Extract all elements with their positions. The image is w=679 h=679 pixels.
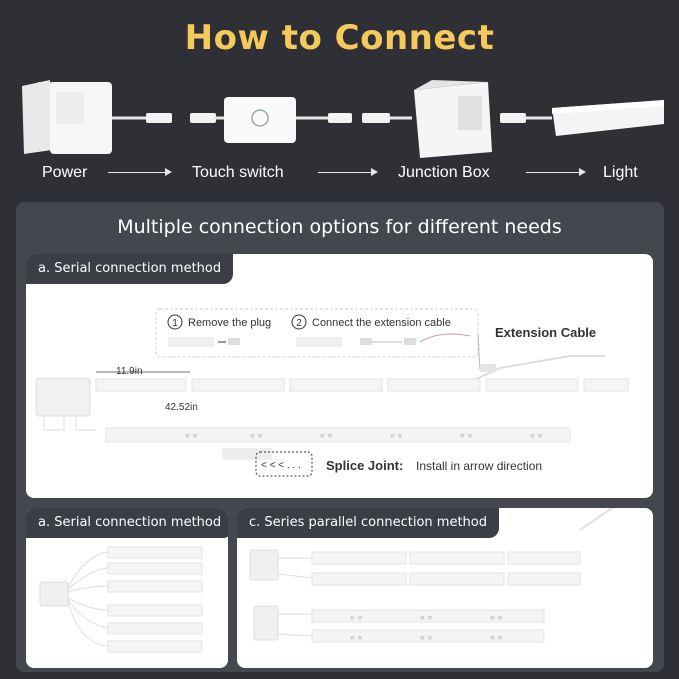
serial-connection-diagram: 1 Remove the plug 2 Connect the extensio… <box>35 308 629 477</box>
svg-text:« «: « « <box>420 632 433 642</box>
flow-label-junction-box: Junction Box <box>398 164 490 181</box>
dimension-long: 42.52in <box>165 402 198 413</box>
flow-arrow <box>526 168 586 176</box>
svg-text:« «: « « <box>350 632 363 642</box>
series-parallel-tab: c. Series parallel connection method <box>237 508 499 538</box>
serial-connection-card: a. Serial connection method 1 Remove the… <box>26 254 653 498</box>
svg-text:« «: « « <box>320 430 333 440</box>
svg-text:« «: « « <box>350 612 363 622</box>
step-2-number: 2 <box>296 318 302 329</box>
svg-text:« «: « « <box>460 430 473 440</box>
flow-label-light: Light <box>603 164 638 181</box>
splice-joint-text: Install in arrow direction <box>416 459 542 473</box>
star-connection-diagram <box>39 546 203 653</box>
splice-joint-title: Splice Joint: <box>326 458 403 473</box>
dimension-short: 11.9in <box>116 366 143 377</box>
star-connection-tab: a. Serial connection method <box>26 508 228 538</box>
svg-text:« «: « « <box>185 430 198 440</box>
page-title: How to Connect <box>184 18 495 58</box>
extension-cable-label: Extension Cable <box>495 325 596 340</box>
flow-label-touch-switch: Touch switch <box>192 164 284 181</box>
touch-switch-icon <box>190 97 352 143</box>
svg-text:« «: « « <box>250 430 263 440</box>
splice-arrow-glyph: < < < . . . <box>261 460 301 471</box>
step-1-label: Remove the plug <box>188 317 271 329</box>
flow-arrow <box>318 168 378 176</box>
svg-text:« «: « « <box>420 612 433 622</box>
step-1-number: 1 <box>172 318 178 329</box>
series-parallel-card: c. Series parallel connection method « «… <box>237 508 653 668</box>
connection-flow-illustration <box>22 80 664 158</box>
junction-box-icon <box>362 80 492 158</box>
svg-text:« «: « « <box>390 430 403 440</box>
flow-arrow <box>108 168 172 176</box>
serial-connection-tab: a. Serial connection method <box>26 254 234 284</box>
svg-text:« «: « « <box>530 430 543 440</box>
star-connection-card: a. Serial connection method <box>26 508 228 668</box>
options-panel-title: Multiple connection options for differen… <box>117 216 562 238</box>
power-adapter-icon <box>22 80 172 154</box>
series-parallel-diagram: « « « « « « « « « « « « <box>249 508 614 643</box>
step-2-label: Connect the extension cable <box>312 317 451 329</box>
flow-label-power: Power <box>42 164 88 181</box>
svg-text:« «: « « <box>490 632 503 642</box>
svg-text:« «: « « <box>490 612 503 622</box>
light-bar-icon <box>500 100 664 136</box>
